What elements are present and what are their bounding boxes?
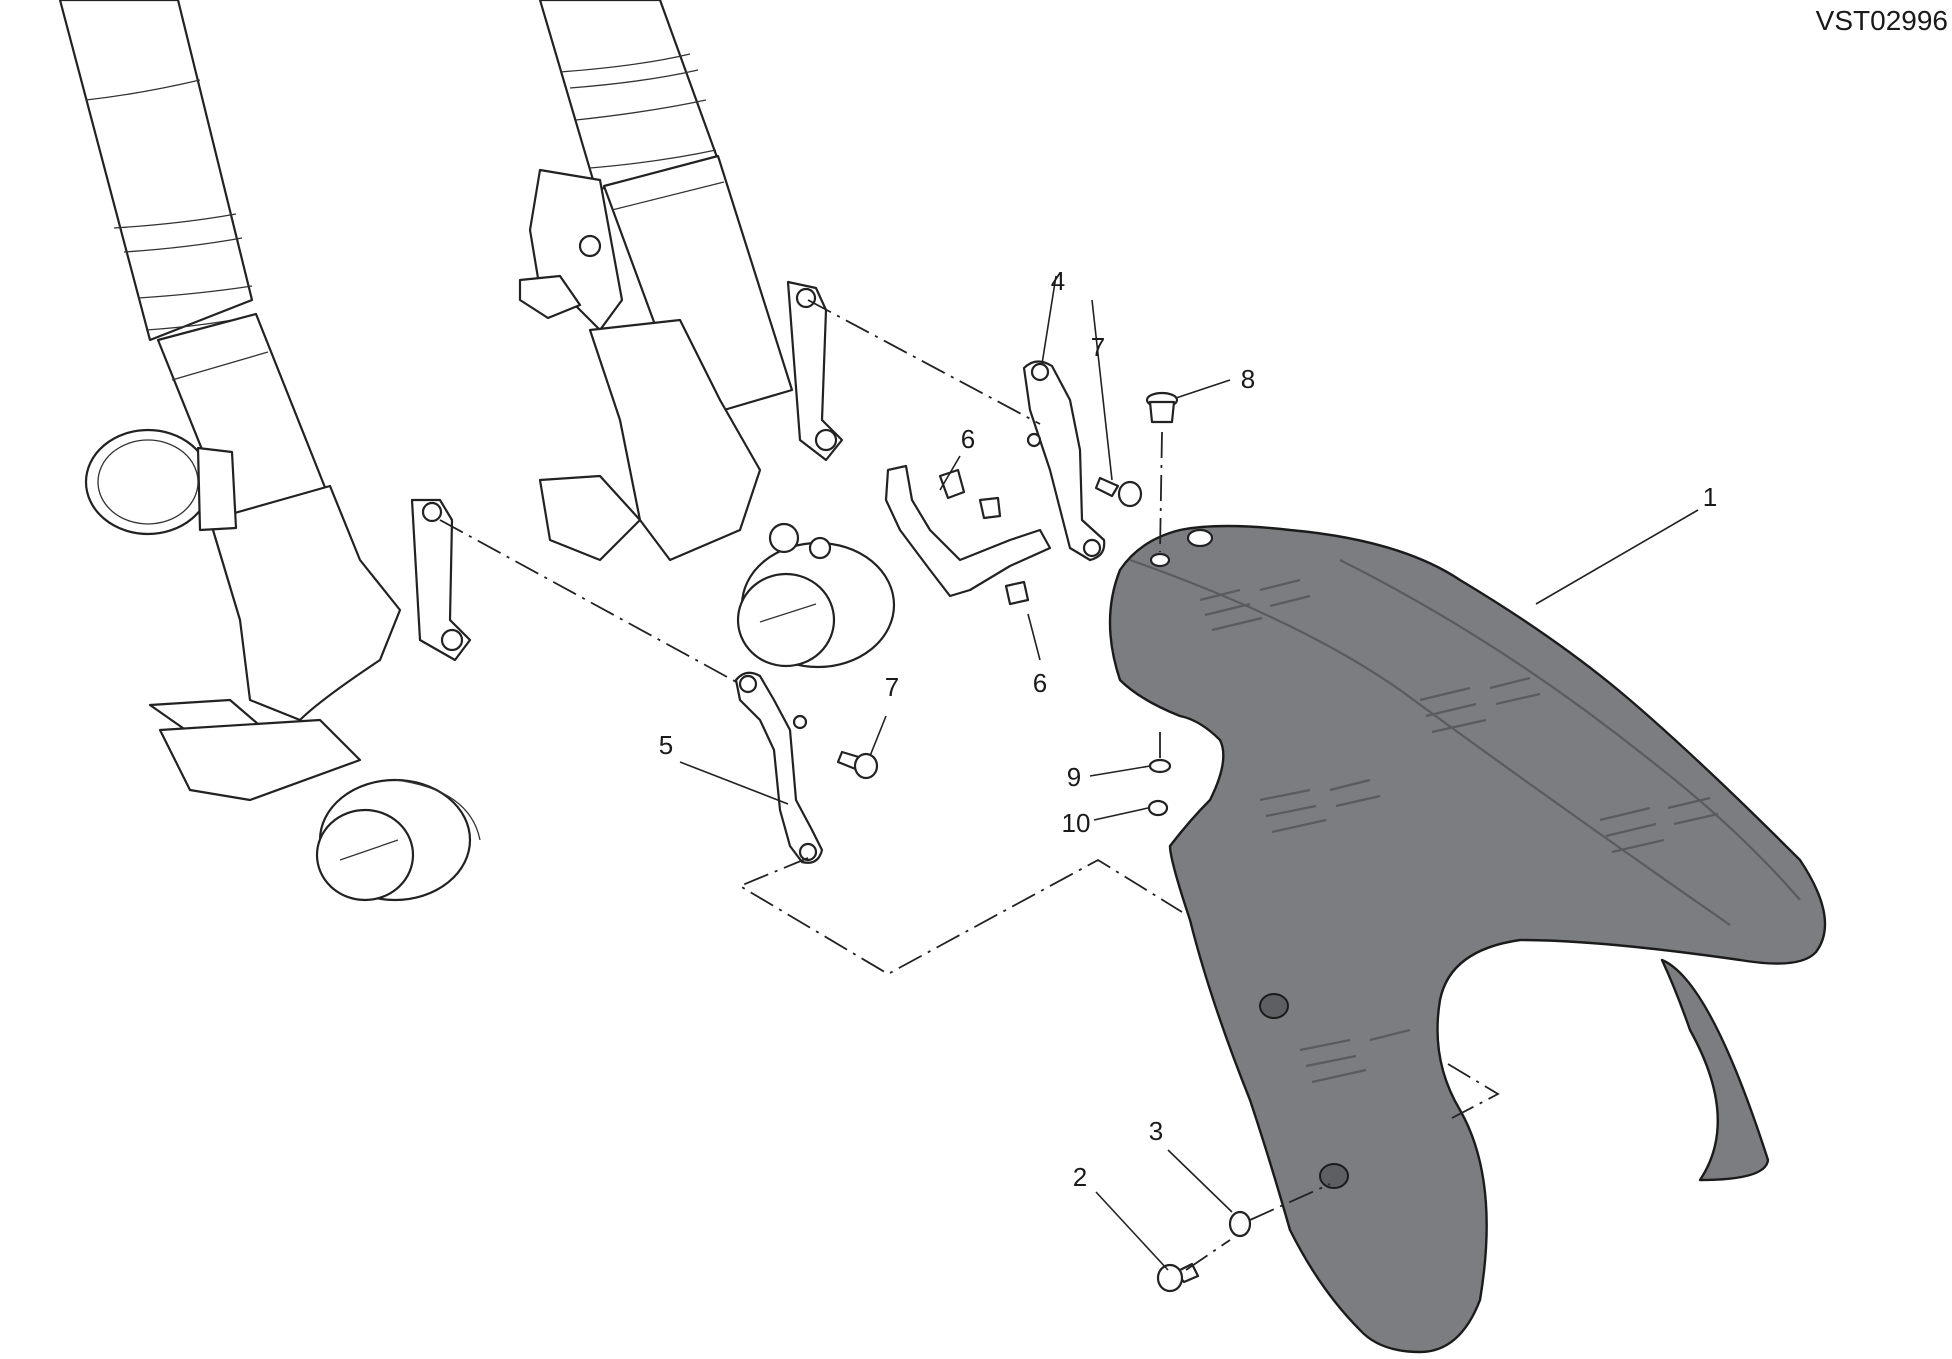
leader-lines bbox=[679, 275, 1699, 1271]
bushing-part-8 bbox=[1145, 391, 1179, 424]
callout-2: 2 bbox=[1073, 1162, 1087, 1192]
bolt-part-7-upper bbox=[1094, 476, 1143, 508]
screw-part-2 bbox=[1156, 1262, 1200, 1293]
callout-6-upper: 6 bbox=[961, 424, 975, 454]
callout-3: 3 bbox=[1149, 1116, 1163, 1146]
assembly-lines bbox=[439, 299, 1500, 1271]
callout-6-lower: 6 bbox=[1033, 668, 1047, 698]
callout-8: 8 bbox=[1241, 364, 1255, 394]
callout-9: 9 bbox=[1067, 762, 1081, 792]
callout-5: 5 bbox=[659, 730, 673, 760]
drawing-code: VST02996 bbox=[1816, 5, 1948, 36]
left-fork-leg bbox=[58, 0, 481, 902]
callout-4: 4 bbox=[1051, 266, 1065, 296]
washer-part-9 bbox=[1148, 758, 1172, 774]
screw-part-10 bbox=[1147, 799, 1169, 817]
washer-part-3 bbox=[1228, 1210, 1252, 1238]
callout-10: 10 bbox=[1062, 808, 1091, 838]
callout-1: 1 bbox=[1703, 482, 1717, 512]
callout-7-upper: 7 bbox=[1091, 332, 1105, 362]
front-fender-part-1 bbox=[1108, 524, 1827, 1354]
cable-clip-assembly bbox=[884, 464, 1052, 606]
bracket-part-4 bbox=[1022, 360, 1106, 562]
fender-texture-patch bbox=[1199, 578, 1719, 1084]
callout-7-lower: 7 bbox=[885, 672, 899, 702]
callout-labels: 1 2 3 4 5 6 6 7 7 8 9 10 bbox=[659, 266, 1717, 1192]
right-fork-leg bbox=[518, 0, 896, 669]
bracket-part-5 bbox=[734, 671, 824, 864]
bolt-part-7-lower bbox=[836, 750, 879, 780]
